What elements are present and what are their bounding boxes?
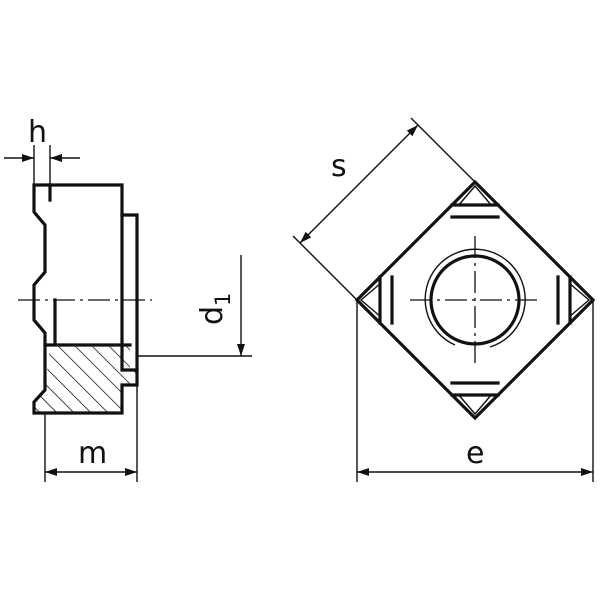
dimension-d1: d1 <box>137 255 252 357</box>
nut-outline <box>32 183 139 415</box>
thread-arc <box>424 248 526 348</box>
nut-inner-edges <box>43 183 139 372</box>
label-m: m <box>78 436 107 471</box>
front-view: s e <box>292 117 596 482</box>
dimension-h: h <box>4 115 80 185</box>
label-h: h <box>28 115 47 150</box>
dimension-s: s <box>292 117 476 301</box>
label-d1: d1 <box>195 293 235 325</box>
weld-projections <box>378 203 572 397</box>
tip-chamfers <box>359 184 591 416</box>
square-outline <box>354 179 596 421</box>
dimension-m: m <box>44 385 138 482</box>
label-s: s <box>331 149 347 184</box>
dimension-e: e <box>356 300 594 482</box>
side-view: h m d1 <box>4 115 252 482</box>
label-e: e <box>466 436 484 471</box>
section-hatch <box>34 345 137 413</box>
